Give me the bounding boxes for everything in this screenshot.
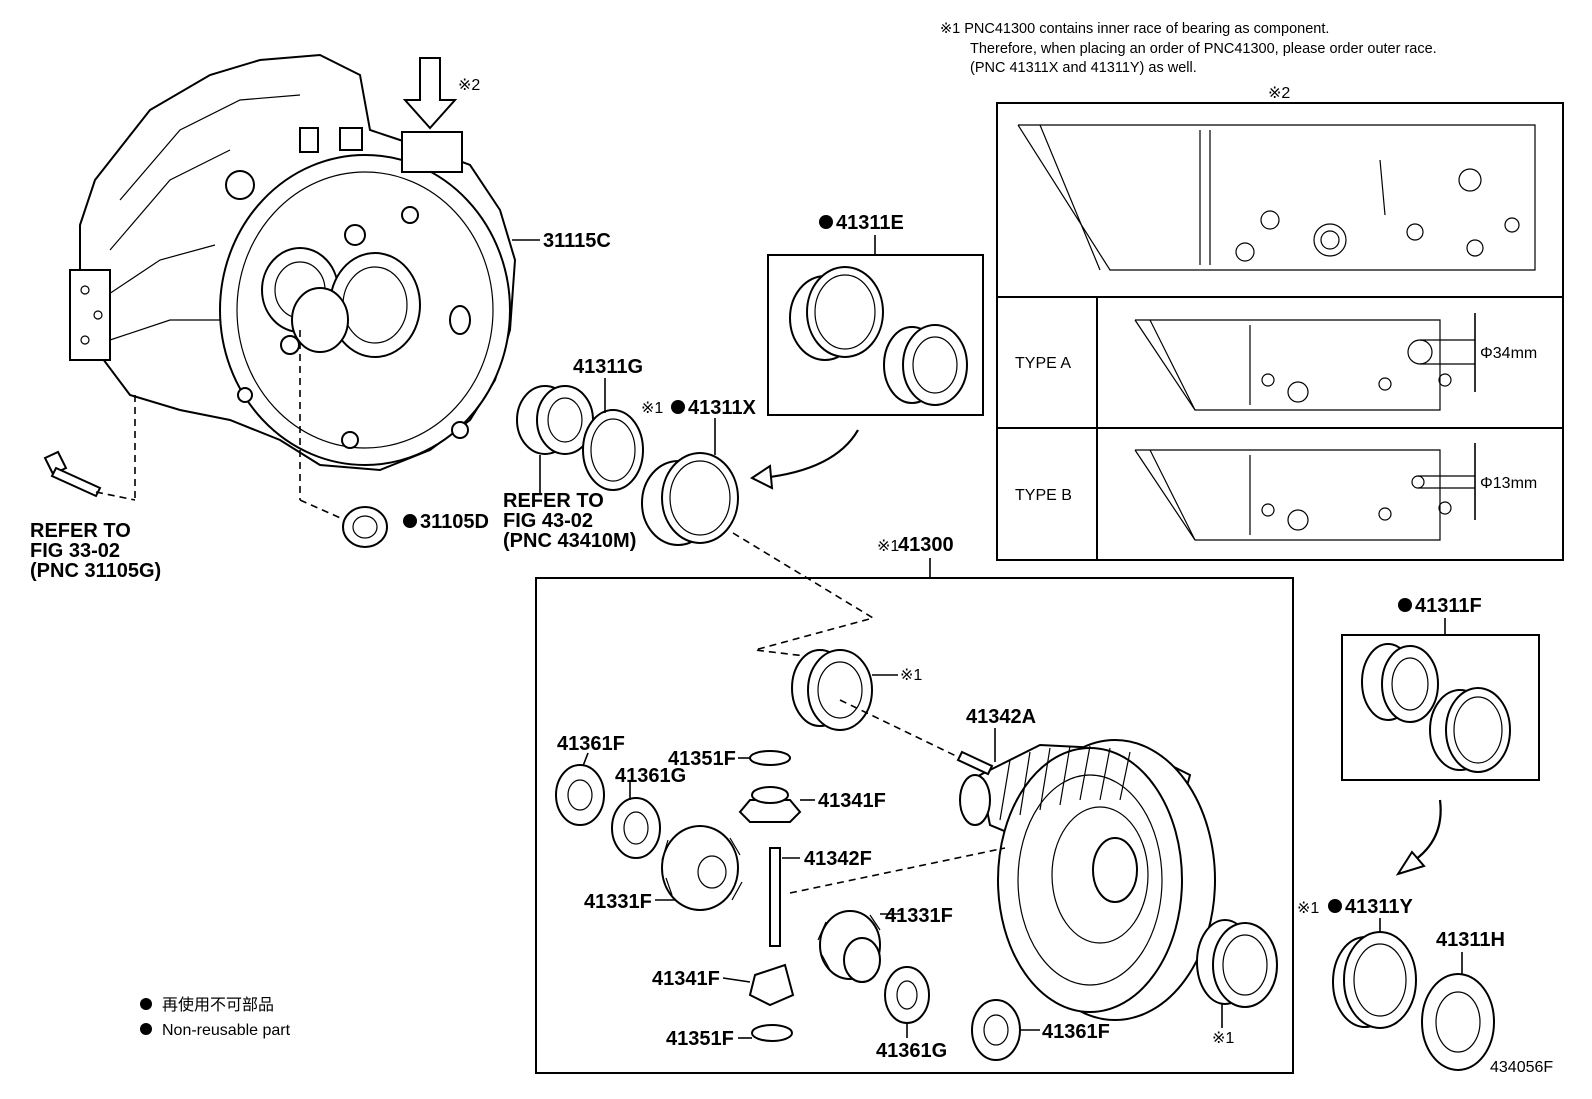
arrow-41311F [1411,799,1442,863]
refer2-line-3: (PNC 43410M) [503,530,636,552]
inspection-arrow [402,57,458,130]
figure-id: 434056F [1490,1059,1553,1076]
non-reusable-dot [671,400,685,414]
part-label-31105D: 31105D [420,511,489,533]
part-label-41361G-upper: 41361G [615,765,686,787]
washer-41351F-lower-drawing [751,1024,793,1042]
note-1-line-2: Therefore, when placing an order of PNC4… [970,41,1437,57]
part-label-41342A: 41342A [966,706,1036,728]
part-label-41311Y: 41311Y [1345,896,1414,918]
refer2-line-1: REFER TO [503,490,604,512]
part-label-41311X: 41311X [688,397,757,419]
inset-type-b: TYPE B [1015,487,1072,504]
inner-race-top-drawing [791,649,873,731]
differential-assembly-box [535,577,1294,1074]
inset-case-view-type-b [1134,449,1452,541]
inset-dim-a: Φ34mm [1480,345,1537,362]
ref1-mark-41311X: ※1 [641,400,663,417]
part-label-41331F-left: 41331F [584,891,652,913]
non-reusable-dot [403,514,417,528]
ref1-mark-41300: ※1 [877,538,899,555]
refer2-line-2: FIG 43-02 [503,510,593,532]
oil-seal-31105D-drawing [342,506,388,548]
inset-case-view-type-a [1134,319,1452,411]
non-reusable-dot [819,215,833,229]
bearing-41311G-drawing [516,385,644,491]
part-label-41311E: 41311E [836,212,904,234]
washer-41361G-upper-drawing [611,797,661,859]
note-1-line-3: (PNC 41311X and 41311Y) as well. [970,60,1197,76]
part-label-41341F-upper: 41341F [818,790,886,812]
part-label-41361F-lower: 41361F [1042,1021,1110,1043]
part-label-41331F-right: 41331F [885,905,953,927]
refer1-line-2: FIG 33-02 [30,540,120,562]
side-gear-41331F-right-drawing [817,910,881,983]
part-label-41341F-lower: 41341F [652,968,720,990]
legend-dot-en [140,1023,152,1035]
washer-41361G-lower-drawing [884,966,930,1024]
inspection-inset-box [996,102,1564,561]
transaxle-housing-drawing [69,53,517,472]
bearing-41311E-drawing [789,266,968,406]
part-label-41311H: 41311H [1436,929,1505,951]
ref2-mark-housing: ※2 [458,77,480,94]
side-gear-41331F-left-drawing [661,825,743,911]
part-label-31115C: 31115C [543,230,611,252]
inset-case-view-top [1017,124,1536,271]
ref1-mark-race-top: ※1 [900,667,922,684]
washer-41351F-upper-drawing [749,750,791,766]
legend-jp: 再使用不可部品 [162,996,274,1014]
shaft-41342F-drawing [769,847,781,947]
arrow-41311E [761,429,859,480]
washer-41361F-upper-drawing [555,764,605,826]
non-reusable-dot [1398,598,1412,612]
washer-41361F-lower-drawing [971,999,1021,1061]
inset-type-a: TYPE A [1015,355,1071,372]
outer-race-41311X-drawing [641,452,739,546]
shim-41311H-drawing [1421,973,1495,1071]
part-label-41300: 41300 [898,534,954,556]
bearing-41311F-drawing [1361,643,1511,773]
part-label-41311G: 41311G [573,356,643,378]
bearing-41311E-box [767,254,984,416]
part-label-41351F-lower: 41351F [666,1028,734,1050]
differential-ring-gear-drawing [959,739,1216,1021]
ref1-mark-race-bottom: ※1 [1212,1030,1234,1047]
note-1-line-1: ※1 PNC41300 contains inner race of beari… [940,21,1329,37]
ref1-mark-41311Y: ※1 [1297,900,1319,917]
part-label-41361F-upper: 41361F [557,733,625,755]
inset-dim-b: Φ13mm [1480,475,1537,492]
bearing-41311F-box [1341,634,1540,781]
non-reusable-dot [1328,899,1342,913]
legend-dot-jp [140,998,152,1010]
refer1-line-3: (PNC 31105G) [30,560,161,582]
part-label-41351F-upper: 41351F [668,748,736,770]
pinion-41341F-lower-drawing [748,963,795,1007]
part-label-41311F: 41311F [1415,595,1482,617]
inner-race-bottom-drawing [1196,919,1278,1008]
pinion-41341F-upper-drawing [738,786,802,823]
inset-title-mark: ※2 [1268,85,1290,102]
part-label-41342F: 41342F [804,848,872,870]
bolt-drawing [43,450,102,498]
refer1-line-1: REFER TO [30,520,131,542]
outer-race-41311Y-drawing [1332,931,1417,1029]
legend-en: Non-reusable part [162,1022,291,1039]
pin-41342A-drawing [956,750,994,776]
part-label-41361G-lower: 41361G [876,1040,947,1062]
